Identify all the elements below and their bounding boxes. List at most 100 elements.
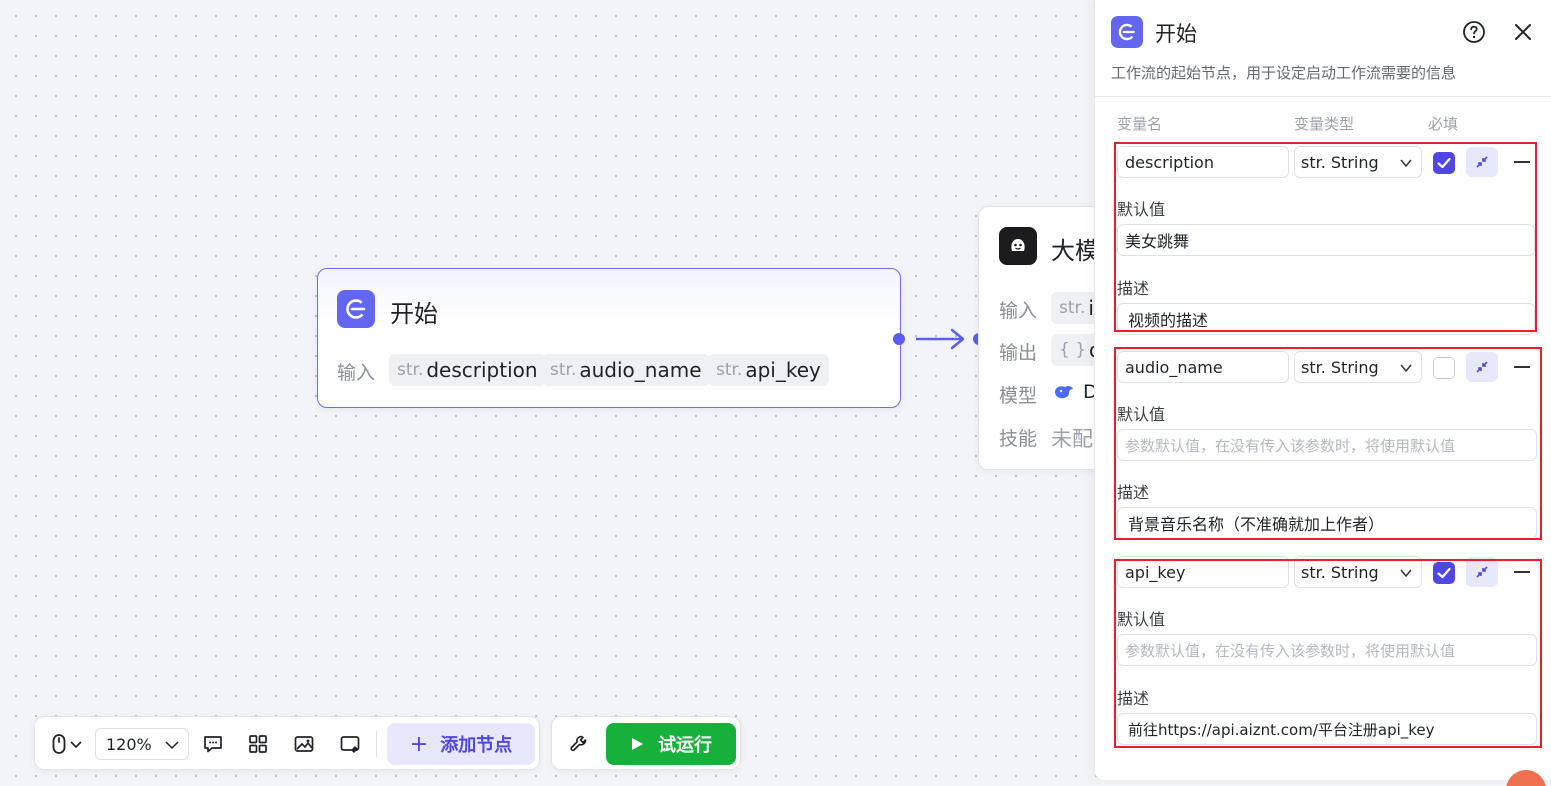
column-header-name: 变量名 [1117, 115, 1163, 133]
variable-name-input[interactable]: description [1117, 146, 1289, 178]
llm-node-title: 大模 [1051, 237, 1099, 265]
required-checkbox[interactable] [1433, 357, 1455, 379]
comment-icon[interactable] [201, 732, 225, 756]
collapse-button[interactable] [1466, 147, 1498, 177]
description-input[interactable]: 前往https://api.aiznt.com/平台注册api_key [1117, 713, 1537, 745]
start-icon [1111, 16, 1143, 48]
input-tag-type: str. [397, 360, 424, 380]
start-node-title: 开始 [390, 300, 438, 328]
input-tag-name: description [426, 358, 538, 382]
chevron-down-icon [1400, 159, 1412, 168]
chevron-down-icon [1400, 569, 1412, 578]
input-tag-name: api_key [745, 358, 821, 382]
start-node-icon [337, 290, 375, 328]
plus-icon: + [409, 731, 429, 757]
variable-type-select[interactable]: str. String [1294, 146, 1422, 178]
variable-item-description: description str. String 默认值 美女跳舞 描述 视频的描… [1117, 146, 1539, 335]
zoom-select[interactable]: 120% [95, 728, 189, 760]
wrench-icon[interactable] [567, 732, 591, 756]
description-input[interactable]: 视频的描述 [1117, 303, 1535, 335]
default-value-input[interactable]: 参数默认值，在没有传入该参数时，将使用默认值 [1117, 634, 1537, 666]
variable-type-select[interactable]: str. String [1294, 556, 1422, 588]
chevron-down-icon [1400, 364, 1412, 373]
llm-skill-value: 未配 [1051, 427, 1093, 451]
chevron-down-icon [165, 741, 179, 750]
input-tag-api-key: str. api_key [708, 354, 829, 386]
layout-icon[interactable] [246, 732, 270, 756]
edge-arrow[interactable] [910, 326, 970, 352]
play-icon [632, 738, 643, 750]
collapse-icon [1476, 156, 1488, 168]
input-tag-type: str. [550, 360, 577, 380]
column-header-type: 变量类型 [1294, 115, 1355, 133]
default-value-label: 默认值 [1117, 405, 1166, 424]
panel-description: 工作流的起始节点，用于设定启动工作流需要的信息 [1111, 64, 1457, 82]
chevron-down-icon[interactable] [68, 732, 84, 756]
default-value-label: 默认值 [1117, 200, 1166, 219]
input-tag-description: str. description [389, 354, 546, 386]
variable-type-value: str. String [1301, 562, 1379, 582]
llm-output-tag-type: { } [1059, 340, 1087, 360]
highlight-box [1114, 559, 1542, 748]
canvas-toolbar: 120% + 添加节点 [34, 716, 540, 770]
add-node-label: 添加节点 [440, 735, 513, 756]
input-tag-name: audio_name [579, 358, 702, 382]
check-icon [1437, 157, 1451, 169]
deepseek-whale-icon [1053, 383, 1075, 405]
required-checkbox[interactable] [1433, 152, 1455, 174]
image-icon[interactable] [292, 732, 316, 756]
test-run-button[interactable]: 试运行 [606, 723, 736, 765]
variable-item-api-key: api_key str. String 默认值 参数默认值，在没有传入该参数时，… [1117, 556, 1539, 746]
highlight-box [1114, 347, 1542, 540]
llm-input-tag-name: i [1088, 296, 1094, 320]
description-label: 描述 [1117, 689, 1150, 708]
description-input[interactable]: 背景音乐名称（不准确就加上作者） [1117, 507, 1537, 539]
required-checkbox[interactable] [1433, 562, 1455, 584]
default-value-input[interactable]: 美女跳舞 [1117, 224, 1535, 256]
close-icon[interactable] [1511, 20, 1535, 44]
input-tag-type: str. [716, 360, 743, 380]
test-run-label: 试运行 [658, 735, 712, 756]
variable-type-value: str. String [1301, 152, 1379, 172]
input-tag-audio-name: str. audio_name [542, 354, 710, 386]
panel-divider [1095, 96, 1551, 97]
collapse-button[interactable] [1466, 352, 1498, 382]
variable-type-value: str. String [1301, 357, 1379, 377]
remove-variable-button[interactable] [1514, 366, 1530, 368]
check-icon [1437, 567, 1451, 579]
variable-type-select[interactable]: str. String [1294, 351, 1422, 383]
highlight-box [1114, 142, 1537, 332]
add-node-button[interactable]: + 添加节点 [387, 723, 535, 765]
minimap-icon[interactable] [338, 732, 362, 756]
start-node-input-label: 输入 [337, 362, 376, 384]
run-toolbar: 试运行 [551, 716, 741, 770]
start-node[interactable]: 开始 输入 str. description str. audio_name s… [317, 268, 901, 408]
llm-output-label: 输出 [999, 342, 1038, 364]
variable-name-input[interactable]: api_key [1117, 556, 1289, 588]
help-icon[interactable] [1462, 20, 1486, 44]
collapse-button[interactable] [1466, 557, 1498, 587]
llm-input-label: 输入 [999, 300, 1038, 322]
collapse-icon [1476, 361, 1488, 373]
node-settings-panel: 开始 工作流的起始节点，用于设定启动工作流需要的信息 变量名 变量类型 必填 d… [1094, 0, 1551, 780]
llm-model-label: 模型 [999, 385, 1038, 407]
remove-variable-button[interactable] [1514, 571, 1530, 573]
llm-input-tag-type: str. [1059, 298, 1086, 318]
description-label: 描述 [1117, 483, 1150, 502]
column-header-required: 必填 [1428, 115, 1459, 133]
zoom-value: 120% [106, 734, 152, 754]
start-node-output-port[interactable] [893, 333, 905, 345]
remove-variable-button[interactable] [1514, 161, 1530, 163]
mouse-icon[interactable] [47, 732, 71, 756]
avatar[interactable] [1506, 770, 1546, 786]
llm-skill-label: 技能 [999, 428, 1038, 450]
default-value-input[interactable]: 参数默认值，在没有传入该参数时，将使用默认值 [1117, 429, 1537, 461]
default-value-label: 默认值 [1117, 610, 1166, 629]
llm-input-tag: str. i [1051, 292, 1102, 324]
collapse-icon [1476, 566, 1488, 578]
toolbar-separator [376, 731, 377, 757]
description-label: 描述 [1117, 279, 1150, 298]
variable-item-audio-name: audio_name str. String 默认值 参数默认值，在没有传入该参… [1117, 351, 1539, 541]
llm-model-value: D [1083, 381, 1098, 403]
variable-name-input[interactable]: audio_name [1117, 351, 1289, 383]
